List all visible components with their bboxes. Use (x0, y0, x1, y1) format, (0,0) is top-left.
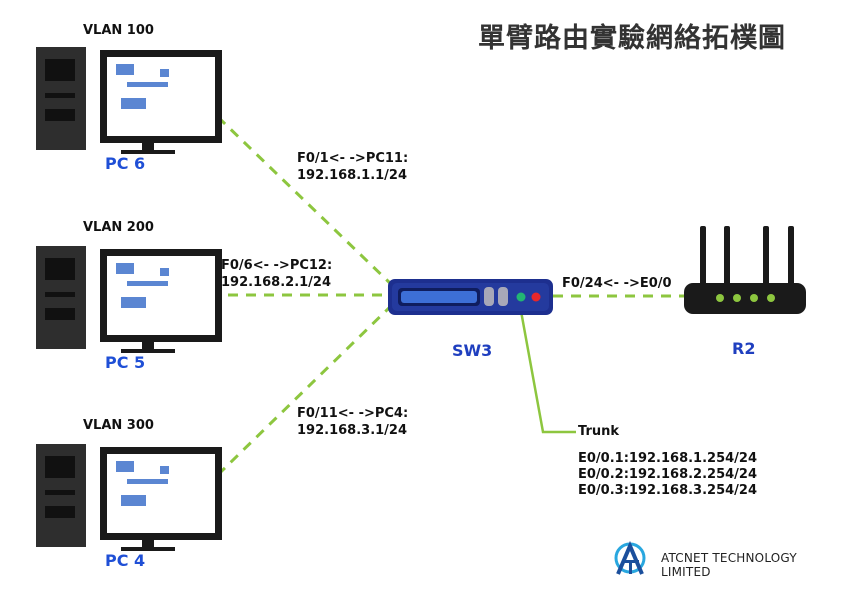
link-pc4-port-label: F0/11<- ->PC4: (297, 406, 409, 421)
pc6-icon (36, 47, 222, 154)
router-icon (684, 226, 806, 314)
pc4-name: PC 4 (105, 551, 146, 570)
brand-name: ATCNET TECHNOLOGY LIMITED (661, 551, 797, 579)
switch-name: SW3 (452, 341, 493, 360)
link-pc6-port-label: F0/1<- ->PC11: (297, 151, 409, 166)
trunk-subif-2: E0/0.2:192.168.2.254/24 (578, 467, 758, 482)
pc5-name: PC 5 (105, 353, 146, 372)
link-pc6-ip-label: 192.168.1.1/24 (297, 168, 408, 183)
switch-icon (388, 279, 553, 315)
trunk-subif-1: E0/0.1:192.168.1.254/24 (578, 451, 758, 466)
diagram-title: 單臂路由實驗網絡拓樸圖 (478, 23, 786, 54)
pc6-name: PC 6 (105, 154, 146, 173)
atcnet-logo-icon (614, 540, 646, 575)
pc5-vlan-label: VLAN 200 (83, 220, 154, 235)
link-pc5-ip-label: 192.168.2.1/24 (221, 275, 332, 290)
trunk-label: Trunk (578, 424, 620, 439)
link-pc5-port-label: F0/6<- ->PC12: (221, 258, 333, 273)
pc4-vlan-label: VLAN 300 (83, 418, 154, 433)
trunk-subif-3: E0/0.3:192.168.3.254/24 (578, 483, 758, 498)
trunk-line (517, 299, 576, 434)
links (190, 90, 684, 502)
pc5-icon (36, 246, 222, 353)
pc4-icon (36, 444, 222, 551)
router-name: R2 (732, 339, 756, 358)
pc6-vlan-label: VLAN 100 (83, 23, 154, 38)
link-pc4-ip-label: 192.168.3.1/24 (297, 423, 408, 438)
link-router-port-label: F0/24<- ->E0/0 (562, 276, 672, 291)
